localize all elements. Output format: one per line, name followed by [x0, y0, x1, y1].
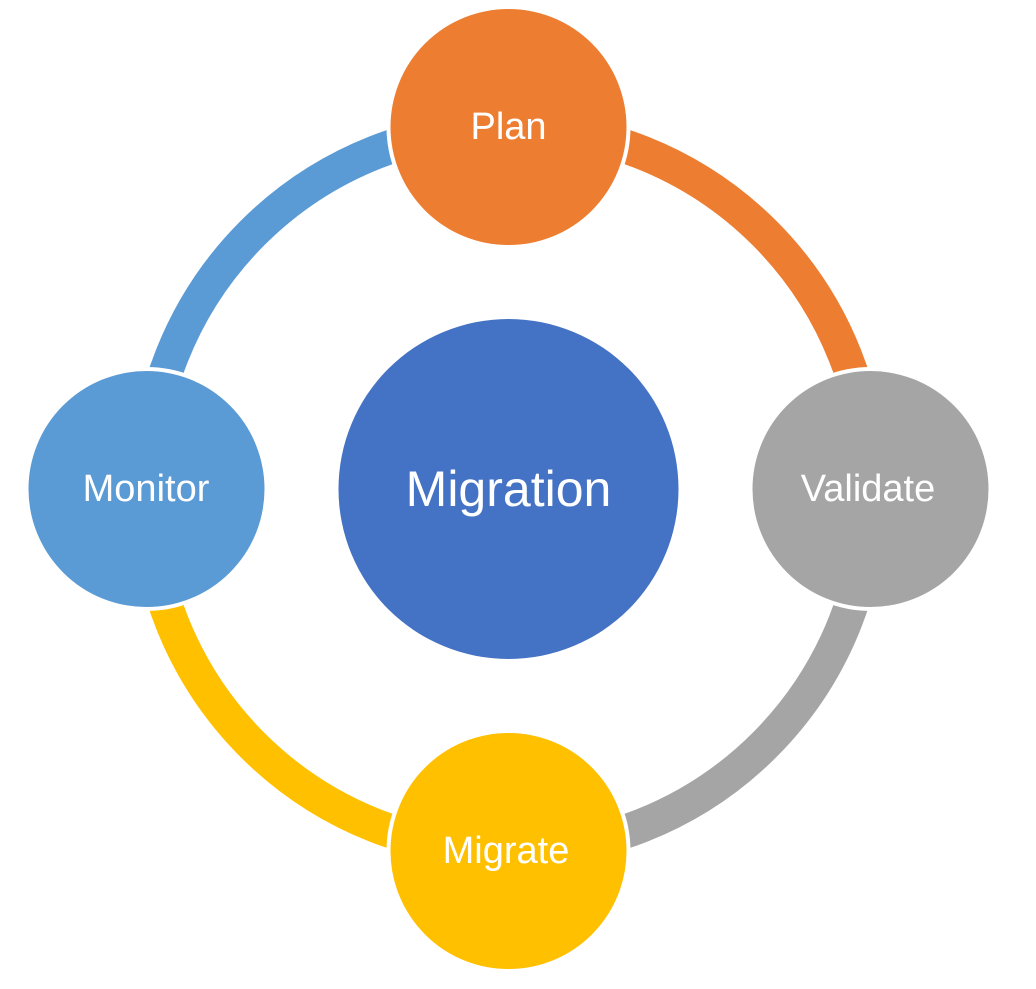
center-node-label: Migration: [406, 461, 612, 517]
node-validate: Validate: [748, 367, 993, 611]
node-plan-label: Plan: [470, 106, 546, 148]
node-migrate-label: Migrate: [443, 830, 570, 872]
node-monitor: Monitor: [24, 367, 269, 611]
node-monitor-label: Monitor: [83, 468, 210, 510]
node-migrate-circle: [386, 729, 631, 973]
node-plan-circle: [386, 5, 631, 249]
center-node-circle: [338, 319, 679, 659]
node-migrate: Migrate: [386, 729, 631, 973]
node-validate-label: Validate: [801, 468, 936, 510]
node-monitor-circle: [24, 367, 269, 611]
center-node-migration: Migration: [338, 319, 679, 659]
node-plan: Plan: [386, 5, 631, 249]
node-validate-circle: [748, 367, 993, 611]
